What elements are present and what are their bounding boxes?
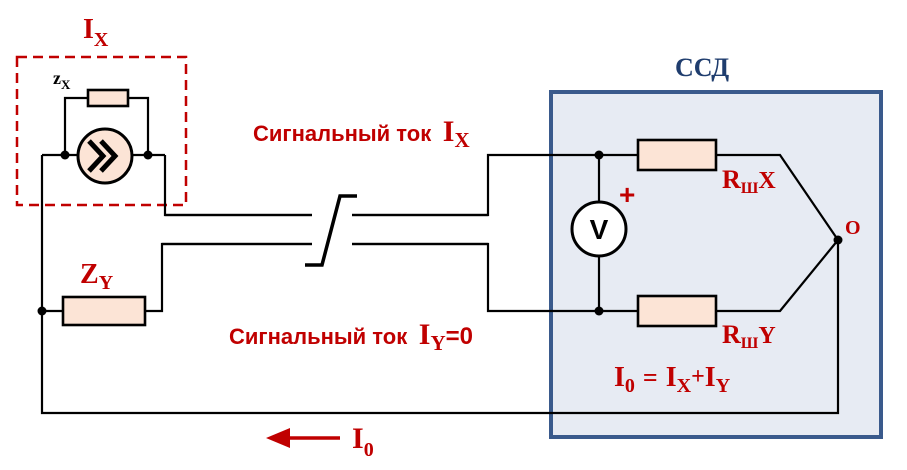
node-o — [833, 235, 843, 245]
rsh-y-resistor — [636, 294, 718, 328]
ssd-title: ССД — [675, 53, 729, 82]
node-o-label: O — [845, 217, 861, 239]
rsh-x-resistor — [636, 138, 718, 172]
cable-break-symbol — [305, 194, 357, 267]
rsh-x-label: RШX — [722, 165, 776, 197]
voltmeter-polarity: + — [619, 179, 635, 210]
source-dashed-box — [15, 55, 188, 207]
rsh-y-label: RШY — [722, 320, 776, 352]
zy-label: ZY — [80, 259, 114, 294]
signal-y-label: Сигнальный ток IY=0 — [229, 318, 473, 355]
double-chevron-icon — [87, 139, 119, 173]
zx-wire — [63, 96, 150, 155]
voltmeter — [570, 200, 628, 258]
return-arrow-head — [266, 428, 290, 448]
node-source-right — [143, 150, 153, 160]
node-voltmeter-bottom — [594, 306, 604, 316]
zy-resistor — [61, 295, 147, 327]
return-current-label: I0 — [352, 422, 374, 461]
left-main-wire — [40, 155, 840, 415]
rsh-y-to-o-wire — [716, 239, 839, 313]
zx-label: zX — [53, 68, 71, 92]
node-zy — [37, 306, 47, 316]
zx-resistor — [86, 88, 130, 108]
signal-x-label: Сигнальный ток IX — [253, 115, 470, 152]
node-source-left — [60, 150, 70, 160]
rsh-x-to-o-wire — [716, 153, 839, 241]
node-voltmeter-top — [594, 150, 604, 160]
current-equation: I0=IX+IY — [614, 362, 731, 397]
voltmeter-symbol: V — [590, 214, 609, 245]
source-box-label: IX — [83, 14, 109, 51]
